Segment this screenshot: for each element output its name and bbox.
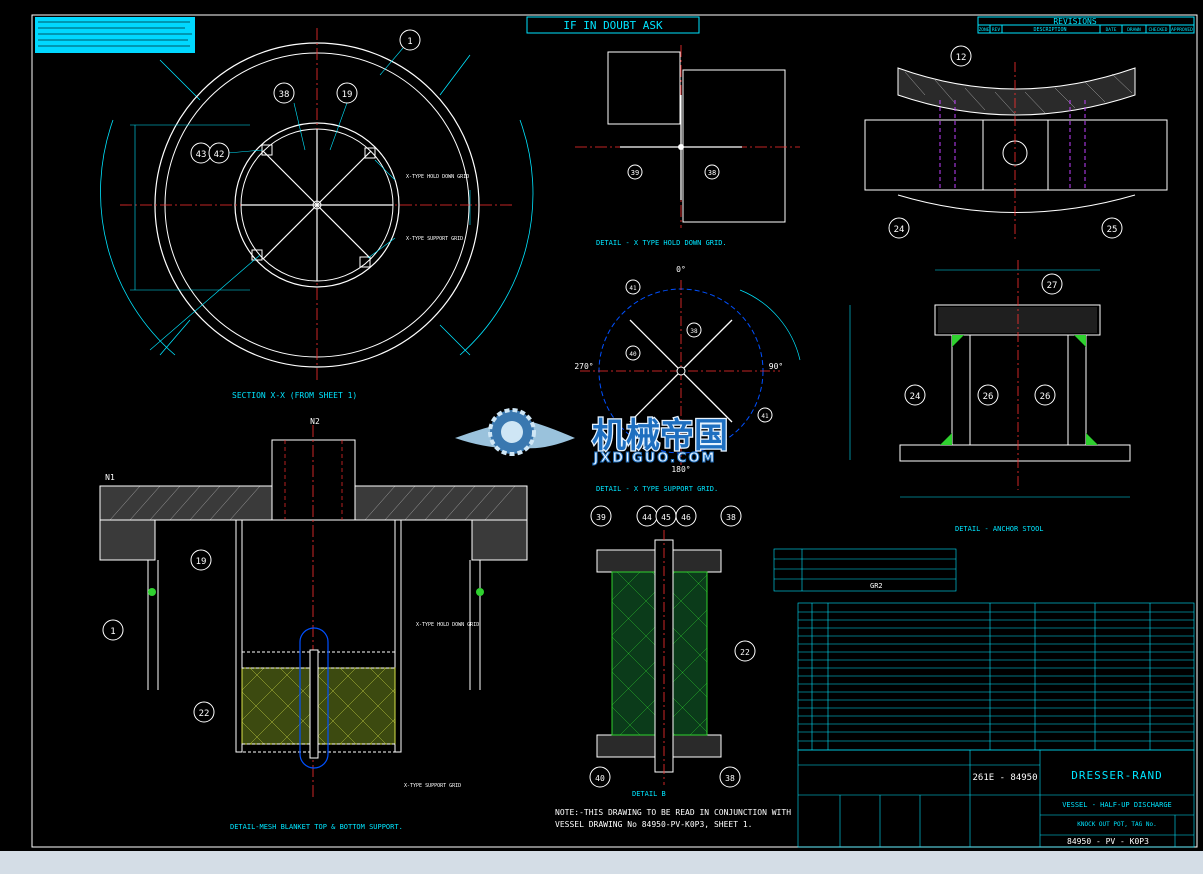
client-info-box bbox=[773, 548, 957, 592]
saddle-detail-view: 12 24 25 bbox=[864, 45, 1168, 240]
section-xx-view: 1 38 19 43 42 X-TYPE HOLD DOWN GRID X-TY… bbox=[100, 28, 534, 400]
parts-list bbox=[797, 602, 1195, 751]
job-number: 261E - 84950 bbox=[972, 773, 1037, 783]
angle-270: 270° bbox=[574, 362, 593, 371]
anchor-stool-view: 27 24 26 26 DETAIL - ANCHOR STOOL bbox=[849, 260, 1131, 533]
balloon-40-b: 40 bbox=[595, 774, 605, 783]
mesh-blanket-view: 19 1 22 N2 N1 X-TYPE HOLD DOWN GRID X-TY… bbox=[99, 417, 528, 831]
nozzle-n2: N2 bbox=[310, 417, 320, 426]
revisions-col-approved: APPROVED bbox=[1171, 27, 1193, 33]
revisions-col-zone: ZONE bbox=[979, 27, 990, 33]
balloon-41-support: 41 bbox=[629, 285, 637, 292]
balloon-19-plan: 19 bbox=[342, 90, 353, 100]
balloon-22-mesh: 22 bbox=[199, 709, 210, 719]
revisions-col-rev: REV bbox=[992, 27, 1000, 33]
angle-90: 90° bbox=[769, 362, 783, 371]
main-note-line1: NOTE:-THIS DRAWING TO BE READ IN CONJUNC… bbox=[555, 808, 791, 817]
balloon-42-plan: 42 bbox=[214, 150, 225, 160]
angle-0: 0° bbox=[676, 265, 686, 274]
bottom-status-strip bbox=[0, 851, 1203, 874]
watermark: 机械帝国 JXDIGUO.COM bbox=[455, 408, 729, 467]
detail-b-label: DETAIL B bbox=[632, 790, 666, 798]
revisions-col-date: DATE bbox=[1106, 27, 1117, 33]
doubt-banner-box bbox=[526, 16, 700, 34]
drawing-title-1: VESSEL - HALF-UP DISCHARGE bbox=[1062, 801, 1172, 809]
watermark-en: JXDIGUO.COM bbox=[593, 451, 717, 466]
detail-b-view: 39 44 45 46 38 22 40 38 DETAIL B bbox=[589, 505, 756, 798]
balloon-39-hold: 39 bbox=[631, 169, 639, 177]
revisions-col-description: DESCRIPTION bbox=[1033, 27, 1066, 33]
balloon-26b: 26 bbox=[1040, 392, 1051, 402]
drawing-title-2: KNOCK OUT POT, TAG No. bbox=[1077, 821, 1156, 828]
balloon-38-b: 38 bbox=[726, 513, 736, 522]
balloon-40-support: 40 bbox=[629, 351, 637, 358]
revisions-col-drawn: DRAWN bbox=[1127, 27, 1141, 33]
note-support-grid-plan: X-TYPE SUPPORT GRID bbox=[406, 236, 463, 242]
balloon-38-hold: 38 bbox=[708, 169, 716, 177]
balloon-1-plan: 1 bbox=[407, 37, 412, 47]
angle-180: 180° bbox=[671, 465, 690, 474]
balloon-12: 12 bbox=[956, 53, 967, 63]
detail-mesh-label: DETAIL-MESH BLANKET TOP & BOTTOM SUPPORT… bbox=[230, 823, 403, 831]
balloon-44: 44 bbox=[642, 513, 652, 522]
balloon-46: 46 bbox=[681, 513, 691, 522]
balloon-24-saddle: 24 bbox=[894, 225, 905, 235]
revisions-title: REVISIONS bbox=[1053, 17, 1097, 26]
balloon-25: 25 bbox=[1107, 225, 1118, 235]
drawing-number: 84950 - PV - K0P3 bbox=[1067, 837, 1149, 846]
balloon-1-mesh: 1 bbox=[110, 627, 115, 637]
company-name: DRESSER-RAND bbox=[1071, 769, 1162, 782]
revisions-col-checked: CHECKED bbox=[1149, 27, 1168, 33]
drawing-border bbox=[31, 14, 1198, 848]
balloon-26a: 26 bbox=[983, 392, 994, 402]
detail-support-view: 41 38 40 41 0° 270° 90° 180° DETAIL - X … bbox=[574, 265, 801, 493]
detail-anchor-label: DETAIL - ANCHOR STOOL bbox=[955, 525, 1044, 533]
drawing-canvas: IF IN DOUBT ASK REVISIONS ZONE REV DESCR… bbox=[31, 14, 1198, 848]
note-hold-grid-mesh: X-TYPE HOLD DOWN GRID bbox=[416, 622, 479, 628]
watermark-cn: 机械帝国 bbox=[592, 416, 728, 456]
nozzle-n1: N1 bbox=[105, 473, 115, 482]
detail-hold-down-label: DETAIL - X TYPE HOLD DOWN GRID. bbox=[596, 239, 727, 247]
title-block bbox=[797, 749, 1195, 848]
balloon-43-plan: 43 bbox=[196, 150, 207, 160]
balloon-19-mesh: 19 bbox=[196, 557, 207, 567]
balloon-22-b: 22 bbox=[740, 648, 750, 657]
balloon-24-stool: 24 bbox=[910, 392, 921, 402]
detail-hold-down-view: 39 38 DETAIL - X TYPE HOLD DOWN GRID. bbox=[575, 45, 800, 247]
doubt-banner: IF IN DOUBT ASK bbox=[563, 19, 663, 32]
balloon-38-plan: 38 bbox=[279, 90, 290, 100]
section-xx-label: SECTION X-X (FROM SHEET 1) bbox=[232, 391, 357, 400]
balloon-38-b2: 38 bbox=[725, 774, 735, 783]
balloon-38-support: 38 bbox=[690, 328, 698, 335]
note-hold-grid-plan: X-TYPE HOLD DOWN GRID bbox=[406, 174, 469, 180]
main-note-line2: VESSEL DRAWING No 84950-PV-K0P3, SHEET 1… bbox=[555, 820, 752, 829]
balloon-39-b: 39 bbox=[596, 513, 606, 522]
note-support-grid-mesh: X-TYPE SUPPORT GRID bbox=[404, 783, 461, 789]
approval-stamp bbox=[35, 17, 195, 53]
revisions-table bbox=[977, 16, 1195, 34]
balloon-27: 27 bbox=[1047, 281, 1058, 291]
detail-support-label: DETAIL - X TYPE SUPPORT GRID. bbox=[596, 485, 718, 493]
balloon-41b-support: 41 bbox=[761, 413, 769, 420]
balloon-45: 45 bbox=[661, 513, 671, 522]
client-ref: GR2 bbox=[870, 582, 883, 590]
